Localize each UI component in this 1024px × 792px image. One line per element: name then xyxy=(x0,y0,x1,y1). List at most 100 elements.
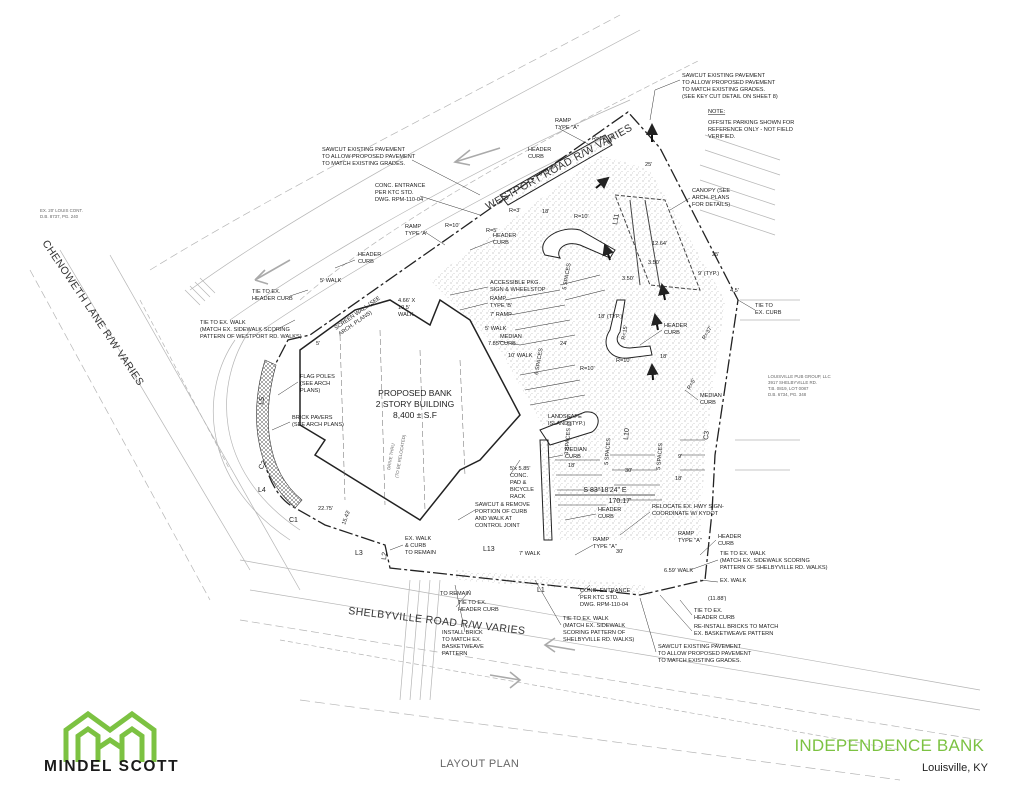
spaces-d: 3 SPACES @ 9' xyxy=(564,415,573,455)
dim-5: 5' xyxy=(316,341,320,347)
bearing-line-1: S 83°18'24" E xyxy=(583,486,627,494)
callouts: SAWCUT EXISTING PAVEMENT TO ALLOW PROPOS… xyxy=(200,73,828,664)
callout-walk-5-mid: 5' WALK xyxy=(485,326,507,332)
callout-install-brick: INSTALL BRICK TO MATCH EX. BASKETWEAVE P… xyxy=(442,630,485,657)
segment-C2: C2 xyxy=(258,460,269,471)
dim-r5-top: R=5' xyxy=(607,133,618,146)
dim-9typ: 9' (TYP.) xyxy=(698,271,719,277)
property-note: LOUISVILLE PUB GROUP, LLC 3917 SHELBYVIL… xyxy=(768,374,832,397)
callout-walk-5-top: 5' WALK xyxy=(320,278,342,284)
bearing-line-2: 170.17' xyxy=(609,498,632,505)
dim-18typ: 18' (TYP.) xyxy=(598,314,622,320)
callout-walk-10: 10' WALK xyxy=(508,353,533,359)
dim-r15: R=15' xyxy=(621,325,629,340)
callout-ramp-a-bottom: RAMP TYPE "A" xyxy=(593,537,617,550)
dim-18d: 18' xyxy=(675,476,682,482)
segment-C1: C1 xyxy=(289,517,298,524)
paved-area xyxy=(430,155,725,595)
dim-350a: 3.50' xyxy=(648,260,660,266)
callout-tie-ex-curb-right: TIE TO EX. CURB xyxy=(755,303,782,316)
dim-659: 6.59' WALK xyxy=(664,568,693,574)
dim-18b: 18' xyxy=(660,354,667,360)
dim-r5-low: R=5' xyxy=(486,228,498,234)
callout-header-curb-left: HEADER CURB xyxy=(358,252,383,265)
dim-9: 9' xyxy=(678,454,682,460)
dim-1264: 12.64' xyxy=(652,241,667,247)
project-location: Louisville, KY xyxy=(921,762,988,774)
callout-accessible: ACCESSIBLE PKG. SIGN & WHEELSTOP xyxy=(490,280,546,293)
spaces-b: 6 SPACES xyxy=(534,348,545,376)
dim-4p5: 4.5' xyxy=(730,288,739,294)
dim-r3: R=3' xyxy=(509,208,521,214)
callout-median-curb-1: MEDIAN CURB xyxy=(500,334,523,347)
callout-ex-walk: EX. WALK xyxy=(720,578,746,584)
callout-conc-entrance-top: CONC. ENTRANCE PER KTC STD. DWG. RPM-110… xyxy=(375,183,427,203)
callout-median-curb-2: MEDIAN CURB xyxy=(565,447,588,460)
callout-sawcut-remove: SAWCUT & REMOVE PORTION OF CURB AND WALK… xyxy=(475,502,532,529)
site-flow-arrows xyxy=(595,123,670,381)
callout-ramp-b: RAMP TYPE 'B' xyxy=(490,296,512,309)
callout-sawcut-bottom: SAWCUT EXISTING PAVEMENT TO ALLOW PROPOS… xyxy=(658,644,753,664)
building-label-1: PROPOSED BANK xyxy=(378,388,452,398)
callout-reinstall: RE-INSTALL BRICKS TO MATCH EX. BASKETWEA… xyxy=(694,624,780,637)
callout-ex-walk-remain: EX. WALK & CURB TO REMAIN xyxy=(405,536,436,556)
client-name: INDEPENDENCE BANK xyxy=(794,736,984,755)
dim-22: 22.75' xyxy=(318,506,333,512)
callout-to-remain: TO REMAIN xyxy=(440,591,471,597)
callout-walk-466: 4.66' X 10.5' WALK xyxy=(398,298,417,318)
callout-header-curb-bottom: HEADER CURB xyxy=(598,507,623,520)
dim-30a: 30' xyxy=(625,468,632,474)
dim-r10-mid: R=10' xyxy=(574,214,589,220)
building-label-3: 8,400 ± S.F xyxy=(393,410,437,420)
dim-25: 25' xyxy=(645,162,652,168)
segment-C3: C3 xyxy=(703,431,711,441)
dim-r10-low: R=10' xyxy=(616,358,631,364)
segment-L3: L3 xyxy=(355,550,363,557)
dim-1543: 15.43' xyxy=(341,509,352,525)
building-label-2: 2 STORY BUILDING xyxy=(376,399,454,409)
easement-note: EX. 20' LOUIS CONT. D.B. 8737, PG. 240 xyxy=(40,208,84,219)
callout-header-curb-right: HEADER CURB xyxy=(664,323,689,336)
dim-30c: 30' xyxy=(616,549,623,555)
dim-7walk: 7' WALK xyxy=(519,551,541,557)
proposed-building xyxy=(299,298,521,521)
callout-sawcut-left: SAWCUT EXISTING PAVEMENT TO ALLOW PROPOS… xyxy=(322,147,417,167)
dim-24: 24' xyxy=(560,341,567,347)
callout-tie-ex-walk-shelby-r: TIE TO EX. WALK (MATCH EX. SIDEWALK SCOR… xyxy=(720,551,828,571)
sheet-title: LAYOUT PLAN xyxy=(440,758,520,770)
dim-785: 7.85' xyxy=(488,341,500,347)
callout-ramp-7: 7' RAMP xyxy=(490,312,512,318)
callout-landscape: LANDSCAPE ISLAND (TYP.) xyxy=(548,414,585,427)
callout-conc-pad: 5'x 5.85' CONC. PAD & BICYCLE RACK xyxy=(510,466,536,500)
callout-tie-ex-walk-shelby-b: TIE TO EX. WALK (MATCH EX. SIDEWALK SCOR… xyxy=(563,616,634,643)
segment-L11: L11 xyxy=(612,213,621,225)
parking-stalls xyxy=(504,274,705,506)
traffic-arrows xyxy=(254,147,576,689)
firm-name: MINDEL SCOTT xyxy=(44,758,180,775)
segment-L13: L13 xyxy=(483,546,495,553)
firm-logo-icon xyxy=(63,710,157,762)
segment-L4: L4 xyxy=(258,487,266,494)
callout-canopy: CANOPY (SEE ARCH. PLANS FOR DETAILS) xyxy=(692,188,732,208)
dim-r10-top: R=10' xyxy=(592,136,607,142)
dim-18c: 18' xyxy=(568,463,575,469)
callout-tie-ex-header-br: TIE TO EX. HEADER CURB xyxy=(694,608,735,621)
spaces-a: 5 SPACES xyxy=(562,263,573,291)
existing-context xyxy=(29,14,981,781)
callout-header-curb-br: HEADER CURB xyxy=(718,534,743,547)
callout-ramp-a-bottom-right: RAMP TYPE "A" xyxy=(678,531,702,544)
road-label-shelbyville: SHELBYVILLE ROAD R/W VARIES xyxy=(348,605,526,637)
callout-tie-ex-header: TIE TO EX. HEADER CURB xyxy=(252,289,293,302)
segment-L5: L5 xyxy=(258,396,266,405)
dim-r10-c: R=10' xyxy=(580,366,595,372)
note-label: NOTE: xyxy=(708,109,726,115)
callout-tie-ex-header-bottom: TIE TO EX. HEADER CURB xyxy=(458,600,499,613)
callout-relocate-sign: RELOCATE EX. HWY SIGN- COORDINATE W/ KYD… xyxy=(652,504,725,517)
note-body: OFFSITE PARKING SHOWN FOR REFERENCE ONLY… xyxy=(708,120,796,140)
dim-r5-right: R=5' xyxy=(687,378,698,391)
segment-L10: L10 xyxy=(623,428,631,440)
callout-median-curb-right: MEDIAN CURB xyxy=(700,393,723,406)
callout-sawcut-top: SAWCUT EXISTING PAVEMENT TO ALLOW PROPOS… xyxy=(682,73,778,100)
spaces-e: 5 SPACES xyxy=(656,443,664,471)
callout-brick-pavers: BRICK PAVERS (SEE ARCH PLANS) xyxy=(292,415,344,428)
